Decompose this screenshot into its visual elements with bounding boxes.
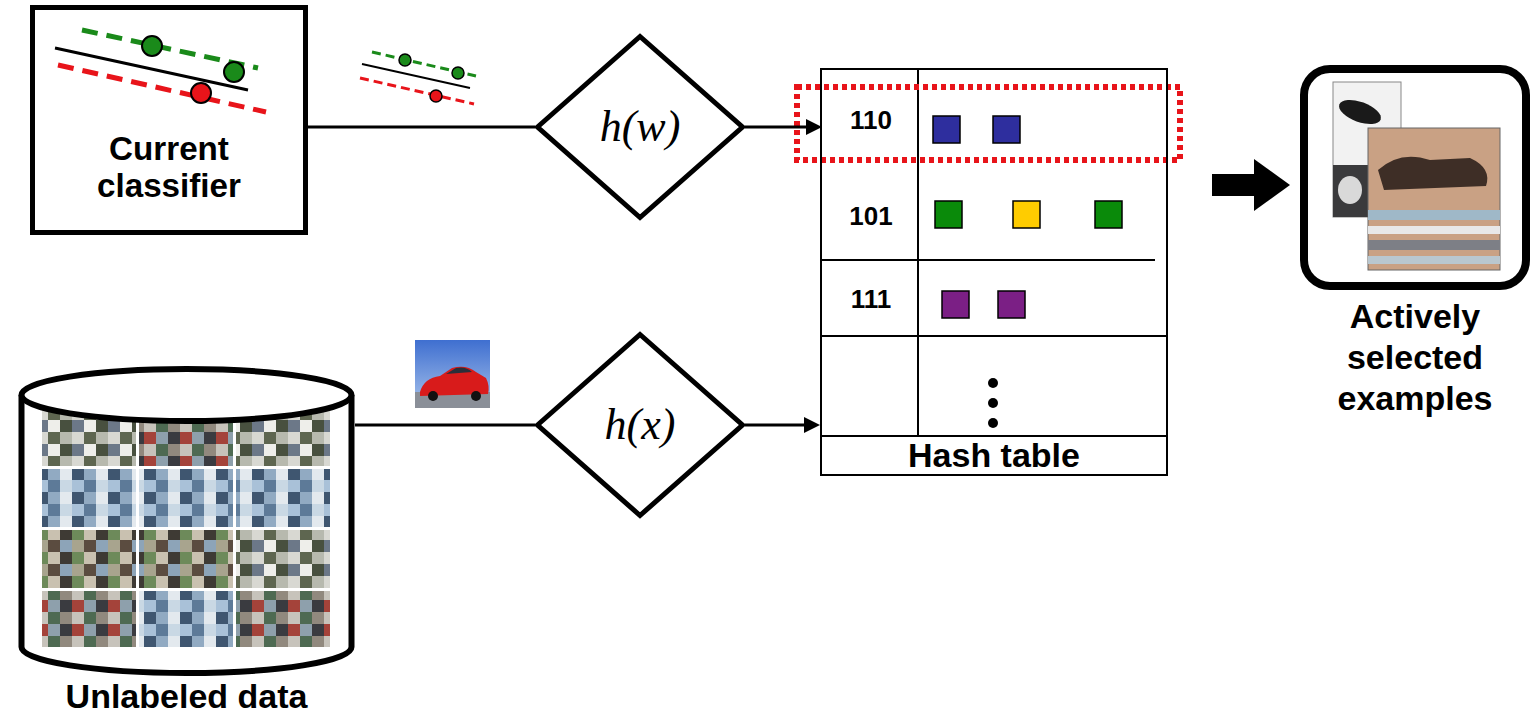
thick-arrow-head	[1254, 159, 1290, 211]
thumbnail	[1368, 128, 1500, 270]
image-tile	[236, 530, 330, 588]
hashed-item	[935, 201, 962, 228]
classifier-icon	[360, 52, 476, 104]
thumbnail-detail	[1338, 176, 1362, 204]
cylinder-body	[22, 395, 352, 673]
sky	[415, 340, 490, 408]
selected-examples-box: Actively selected examples	[1300, 65, 1530, 290]
thick-arrow-shaft	[1212, 174, 1254, 196]
column-divider	[917, 68, 919, 436]
cylinder-outline	[18, 365, 355, 677]
selected-bucket-highlight	[797, 87, 1180, 160]
ellipsis-dot	[988, 418, 998, 428]
hash-table-grid	[820, 68, 1168, 436]
thumbnail-detail	[1336, 95, 1384, 129]
thumbnail-detail	[1368, 226, 1500, 234]
decision-line	[362, 64, 470, 88]
negative-point	[430, 90, 442, 102]
thumbnail-detail	[1368, 210, 1500, 220]
thumbnail-detail	[1368, 240, 1500, 250]
hashed-item	[1095, 201, 1122, 228]
hash-table: Hash table 110 101 111	[820, 68, 1168, 476]
row-divider	[820, 335, 1168, 337]
ellipsis-dot	[988, 378, 998, 388]
hash-key-cell: 111	[822, 262, 920, 338]
image-tile	[139, 530, 233, 588]
diamond-shape	[538, 335, 743, 516]
hashed-item	[942, 291, 969, 318]
positive-point	[399, 54, 411, 66]
image-tile	[236, 469, 330, 527]
image-tile	[42, 591, 136, 647]
negative-point	[191, 83, 211, 103]
row-divider	[820, 259, 1155, 261]
car-thumbnail	[415, 340, 490, 408]
node-label: 111	[851, 285, 892, 314]
hashed-item	[1013, 201, 1040, 228]
node-label: h(x)	[605, 400, 676, 449]
hashed-item	[998, 291, 1025, 318]
positive-point	[142, 36, 162, 56]
connector	[355, 425, 535, 426]
hash-key-cell: 110	[822, 70, 920, 172]
connector	[745, 119, 822, 135]
image-mosaic	[42, 408, 330, 647]
hash-function-diamond: h(w)	[535, 34, 745, 220]
positive-point	[224, 62, 244, 82]
wheel	[428, 391, 438, 401]
node-label: Current classifier	[35, 130, 303, 204]
connector	[1212, 159, 1290, 211]
image-tile	[139, 469, 233, 527]
selected-thumbnails	[1333, 82, 1500, 270]
ellipsis-dot	[988, 398, 998, 408]
node-label: 110	[850, 106, 892, 135]
diamond-shape	[538, 37, 743, 218]
arrow-head	[804, 417, 820, 433]
image-tile	[42, 469, 136, 527]
cylinder-top	[22, 369, 352, 421]
connector	[308, 127, 535, 128]
hash-key-cell: 101	[822, 172, 920, 262]
image-tile	[42, 530, 136, 588]
node-label: h(w)	[600, 102, 681, 151]
node-label: Unlabeled data	[18, 677, 355, 715]
connector-line	[355, 424, 535, 427]
node-label: Actively selected examples	[1295, 296, 1535, 419]
classifier-box: Current classifier	[30, 5, 308, 235]
connector-line	[745, 424, 806, 427]
car-window	[446, 368, 472, 375]
hash-function-diamond: h(x)	[535, 332, 745, 518]
wheel	[471, 391, 481, 401]
connector-line	[745, 126, 808, 129]
hashed-item	[933, 116, 960, 143]
connector-line	[308, 126, 535, 129]
node-label: 101	[849, 202, 892, 231]
positive-point	[452, 67, 464, 79]
thumbnail-detail	[1368, 256, 1500, 264]
hashed-item	[993, 116, 1020, 143]
connector	[745, 417, 820, 433]
image-tile	[236, 591, 330, 647]
margin-negative	[360, 78, 474, 104]
database-cylinder: Unlabeled data	[18, 365, 355, 677]
image-tile	[139, 591, 233, 647]
node-label: Hash table	[822, 436, 1166, 474]
thumbnail-detail	[1378, 157, 1487, 190]
classifier-illustration	[55, 30, 266, 112]
